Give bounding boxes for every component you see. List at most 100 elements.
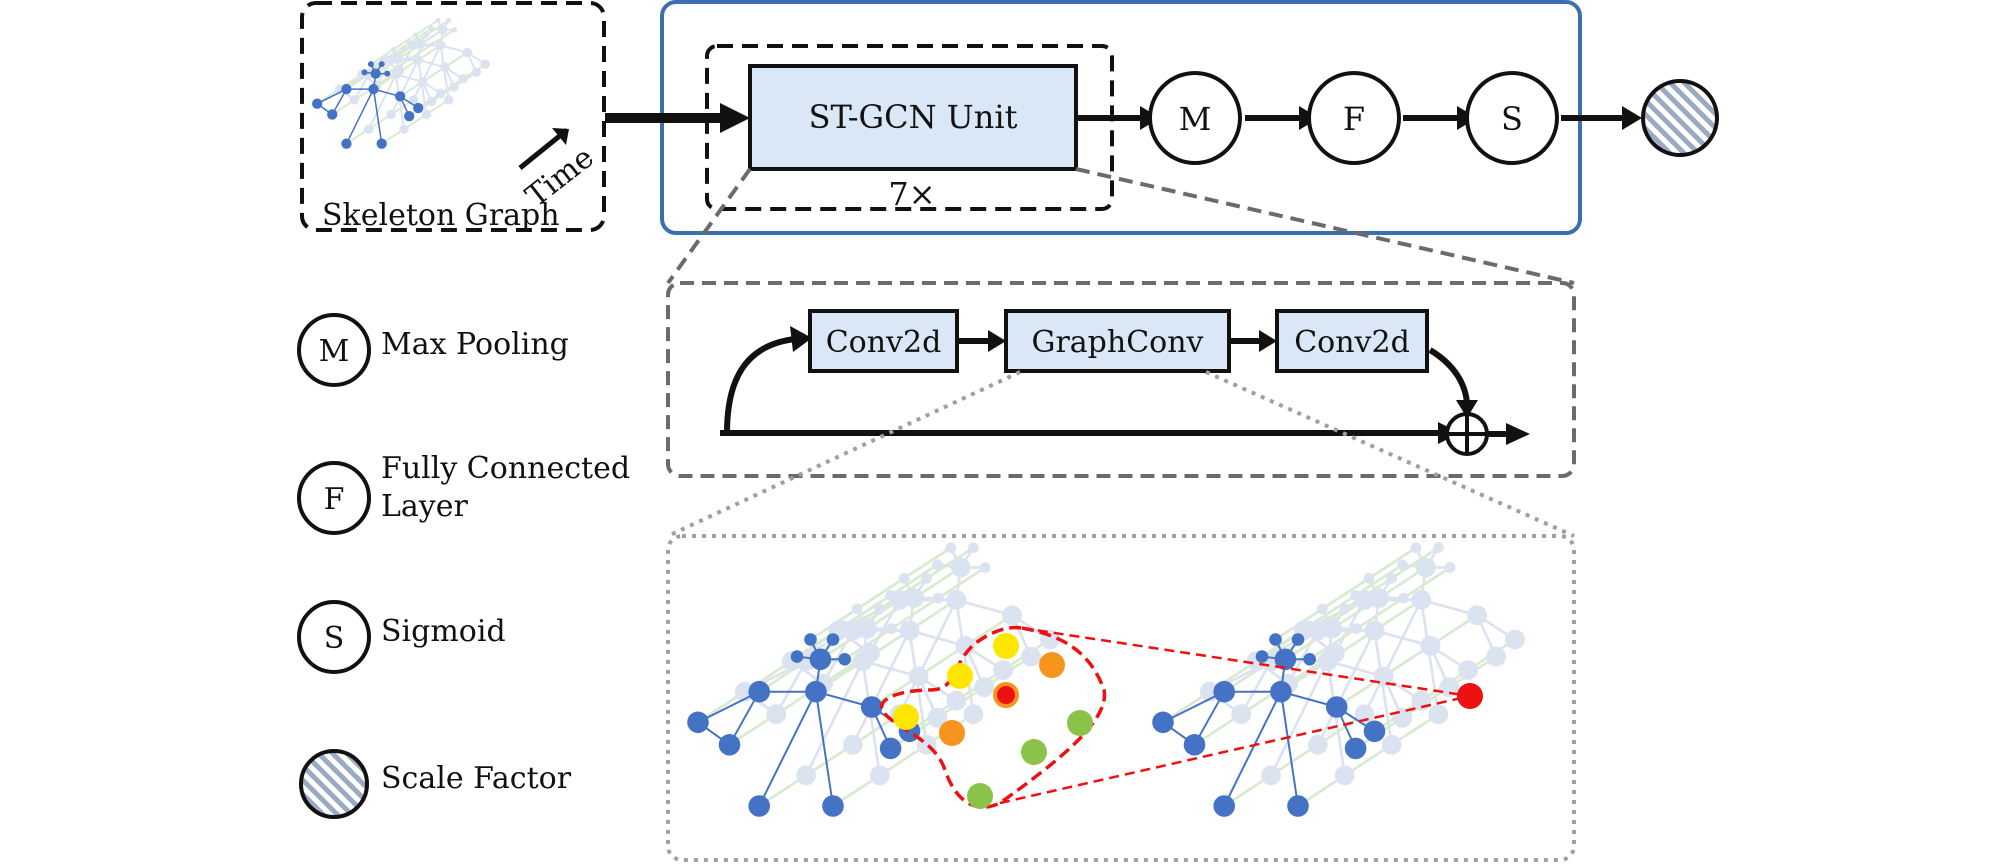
before-joint	[718, 734, 741, 756]
after-faint-joint	[1428, 704, 1449, 725]
before-faint-joint	[1002, 605, 1022, 626]
after-faint-joint	[1397, 559, 1408, 571]
mini-faint-joint	[440, 62, 450, 72]
mini-faint-joint	[349, 95, 360, 105]
before-faint-joint	[838, 620, 850, 632]
after-faint-joint	[1369, 588, 1389, 608]
after-faint-edge	[1286, 629, 1319, 685]
after-joint	[1344, 737, 1367, 760]
mini-faint-joint	[435, 17, 441, 23]
branch-merge-head	[1456, 400, 1478, 418]
mini-faint-joint	[421, 109, 432, 120]
after-faint-joint	[1444, 562, 1456, 573]
before-faint-edge	[775, 660, 808, 715]
graphconv-zoom-line-left	[667, 370, 1021, 538]
legend-text-fully-connected-line-2: Layer	[381, 489, 469, 524]
before-faint-joint	[851, 603, 863, 615]
legend-symbol-sigmoid	[297, 600, 371, 674]
before-faint-joint	[904, 588, 924, 608]
skeleton-graph-frame	[300, 1, 606, 232]
mini-faint-edge	[353, 73, 370, 101]
neighborhood-boundary	[879, 625, 1107, 809]
mini-faint-joint	[384, 55, 390, 61]
after-temporal-edge	[1297, 713, 1440, 808]
after-joint	[1255, 650, 1269, 663]
before-faint-joint	[908, 666, 929, 687]
before-faint-joint	[898, 572, 910, 584]
mini-faint-joint	[413, 55, 423, 65]
after-faint-joint	[1411, 590, 1432, 610]
mini-faint-joint	[471, 67, 482, 78]
node-yellow	[893, 704, 919, 730]
node-orange	[1039, 652, 1065, 678]
after-faint-joint	[1505, 629, 1525, 650]
after-joint	[1291, 633, 1305, 646]
mini-faint-joint	[391, 69, 401, 80]
after-joint	[1287, 795, 1309, 817]
projection-line-top	[1021, 626, 1471, 698]
mini-faint-joint	[415, 39, 426, 50]
mini-temporal-edge	[345, 99, 415, 145]
projection-line-bottom	[999, 694, 1471, 805]
legend-symbol-label-sigmoid: S	[324, 621, 345, 656]
before-faint-joint	[927, 707, 948, 728]
before-joint	[822, 795, 844, 817]
mini-joint	[367, 61, 374, 68]
mini-temporal-edge	[399, 51, 468, 98]
after-temporal-edge	[1162, 629, 1305, 724]
stgcn-unit-label: ST-GCN Unit	[809, 98, 1018, 136]
mini-temporal-edge	[331, 69, 400, 116]
before-joint	[804, 633, 817, 646]
time-arrow-head	[552, 128, 569, 145]
unit-block-label-1: Conv2d	[826, 325, 942, 360]
node-yellow	[947, 663, 973, 689]
before-faint-joint	[857, 618, 878, 639]
mini-faint-joint	[458, 74, 468, 84]
after-temporal-edge	[1284, 566, 1427, 661]
mini-faint-joint	[399, 124, 409, 134]
before-joint	[805, 680, 827, 703]
mini-joint	[384, 70, 391, 77]
mini-faint-edge	[412, 44, 442, 101]
mini-faint-joint	[401, 46, 407, 53]
before-bone	[697, 690, 760, 724]
mini-faint-joint	[390, 46, 396, 53]
mini-joint	[413, 102, 424, 114]
before-faint-edge	[821, 629, 854, 685]
after-joint	[1303, 653, 1316, 666]
time-label: Time	[519, 140, 600, 214]
after-faint-joint	[1467, 605, 1487, 626]
before-faint-joint	[950, 557, 971, 578]
mini-faint-joint	[435, 88, 446, 99]
before-faint-joint	[963, 704, 984, 725]
legend-symbol-label-fully-connected: F	[324, 482, 345, 517]
stage-m-label: M	[1179, 100, 1212, 138]
before-faint-edge	[861, 660, 882, 776]
attention-neighborhood	[879, 625, 1483, 809]
after-joint	[1270, 680, 1292, 703]
before-bone	[758, 691, 817, 807]
stage-f-node	[1307, 71, 1401, 165]
legend-text-max-pooling: Max Pooling	[381, 327, 569, 362]
before-faint-joint	[796, 765, 816, 786]
before-faint-edge	[898, 599, 958, 715]
center-node	[993, 682, 1019, 708]
skeleton-graph-before	[687, 542, 1060, 817]
unit-flow-arrow-head-1	[988, 330, 1006, 352]
before-faint-joint	[852, 651, 873, 671]
after-faint-edge	[1240, 660, 1273, 715]
before-faint-joint	[968, 542, 979, 554]
after-faint-joint	[1386, 572, 1397, 584]
before-joint	[748, 795, 770, 817]
legend-text-scale-factor: Scale Factor	[381, 761, 572, 796]
stgcn-repeat-frame	[705, 44, 1114, 211]
after-faint-edge	[1363, 599, 1423, 715]
after-temporal-edge	[1193, 651, 1336, 746]
zoom-line-left	[666, 167, 752, 285]
mini-joint	[376, 138, 387, 149]
after-temporal-edge	[1223, 713, 1366, 808]
mini-faint-joint	[429, 25, 435, 32]
stgcn-unit-block	[748, 64, 1078, 171]
before-faint-joint	[869, 765, 890, 786]
